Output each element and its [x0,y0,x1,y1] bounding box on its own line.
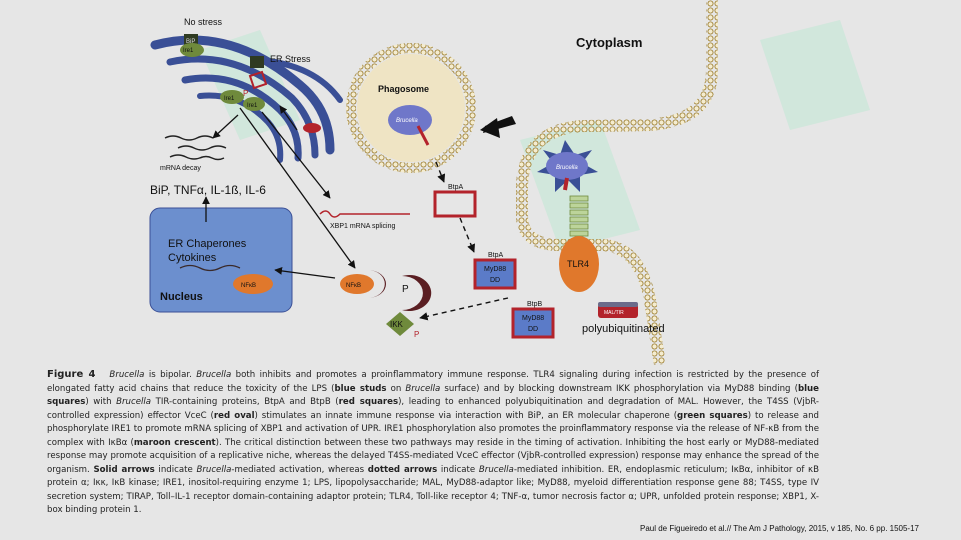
phagosome-membrane [346,43,476,173]
caption-segment: -mediated inhibition. ER, endoplasmic re… [47,464,819,516]
label-er-chaperones: ER Chaperones [168,238,247,250]
caption-segment: ) stimulates an innate immune response v… [254,410,678,421]
label-nucleus: Nucleus [160,291,203,303]
tlr4-receptor-stack [569,195,589,237]
label-bip: BiP [186,39,195,45]
plasma-membrane [516,0,718,365]
caption-segment: ) with [85,397,117,407]
bip-ire1-complexes [180,34,265,111]
label-xbp1-splicing: XBP1 mRNA splicing [330,223,395,230]
label-cytokines: Cytokines [168,252,217,264]
caption-segment: Brucella [109,370,145,380]
label-phagosome: Phagosome [378,84,429,94]
label-er-stress: ER Stress [270,54,311,64]
brucella-surface [546,152,588,180]
nfkb-cytoplasm [340,274,374,294]
caption-segment: on [386,383,406,394]
label-polyubiquitinated: polyubiquitinated [582,323,665,335]
label-brucella-phago: Brucella [396,118,418,124]
caption-segment: Brucella [196,370,232,380]
label-btpa-2: BtpA [488,252,504,259]
caption-segment: green squares [677,410,748,421]
caption-segment: dotted arrows [367,464,438,475]
caption-segment: surface) and by blocking downstream IKK … [440,383,798,394]
label-brucella-surface: Brucella [556,165,578,171]
label-mrna-decay: mRNA decay [160,165,201,172]
ikk-diamond [386,312,414,336]
caption-segment: maroon crescent [133,437,216,448]
myd88-box-1 [473,258,517,290]
label-ire1-a: Ire1 [183,48,194,54]
figure-caption: Figure 4 Brucella is bipolar. Brucella bo… [47,368,819,518]
caption-segment: indicate [154,464,197,475]
phagocytosis-arrow-head [480,118,500,138]
solid-arrows [202,105,356,279]
label-btpa-1: BtpA [448,184,464,191]
ikb-crescent-released [402,275,432,311]
label-ikk: IKK [390,320,404,329]
caption-segment: is bipolar. [144,370,197,380]
caption-segment: blue squares [47,383,819,408]
caption-segment: Solid arrows [93,464,155,475]
caption-segment: Brucella [196,464,232,475]
caption-segment: both inhibits and promotes a proinflamma… [47,370,820,394]
caption-segment: indicate [437,464,479,475]
label-p-ikb: P [402,284,409,295]
label-cytoplasm: Cytoplasm [576,35,642,50]
mrna-fragments [164,135,227,161]
label-dd-1: DD [490,277,500,284]
nuclear-mrna [179,264,241,272]
caption-segment: red squares [338,397,399,407]
label-cytokine-list: BiP, TNFα, IL-1ß, IL-6 [150,183,266,197]
label-ire1-c: Ire1 [247,103,258,109]
tlr4 [559,236,599,292]
xbp1-mrna [319,210,410,218]
caption-segment: Brucella [116,397,152,407]
caption-segment: Brucella [405,383,441,394]
label-tlr4: TLR4 [567,259,589,269]
brucella-red-marker [563,177,569,191]
label-mal-tirap: MAL/TIR [604,310,624,316]
label-btpb: BtpB [527,301,543,308]
nfkb-nucleus [233,274,273,294]
label-no-stress: No stress [184,17,223,27]
label-ire1-b: Ire1 [224,96,235,102]
label-nfkb-nucleus: NFκB [241,283,256,289]
caption-segment: -mediated activation, whereas [231,464,368,475]
caption-segment: red oval [213,410,255,421]
figure-label: Figure 4 [47,369,96,380]
label-p-ikk: P [414,330,419,339]
caption-segment: ). The critical distinction between thes… [47,437,819,475]
caption-segment: Brucella [478,464,514,475]
pathway-diagram: No stress BiP Ire1 ER Stress Ire1 P Ire1… [149,0,870,365]
brucella-phagosome [388,105,432,135]
label-myd88-1: MyD88 [484,266,506,273]
dotted-arrows [419,161,509,321]
citation: Paul de Figueiredo et al.// The Am J Pat… [640,524,919,533]
label-myd88-2: MyD88 [522,315,544,322]
vcec-red-oval [303,123,321,133]
myd88-box-2 [511,307,555,339]
label-nfkb-cyto: NFκB [346,283,361,289]
ire1-bip-marker [248,70,268,90]
btpa-red-square [433,190,477,218]
label-dd-2: DD [528,326,538,333]
caption-segment: ), leading to enhanced polyubiquitinatio… [47,397,819,421]
caption-segment: ) to release and phosphorylate IRE1 to p… [47,410,819,448]
label-p-ire1: P [243,89,248,98]
mal-tirap-top [598,302,638,307]
caption-segment: blue studs [334,383,387,394]
t4ss-injector [416,125,430,146]
mal-tirap [598,304,638,318]
caption-segment: TIR-containing proteins, BtpA and BtpB ( [151,397,339,407]
